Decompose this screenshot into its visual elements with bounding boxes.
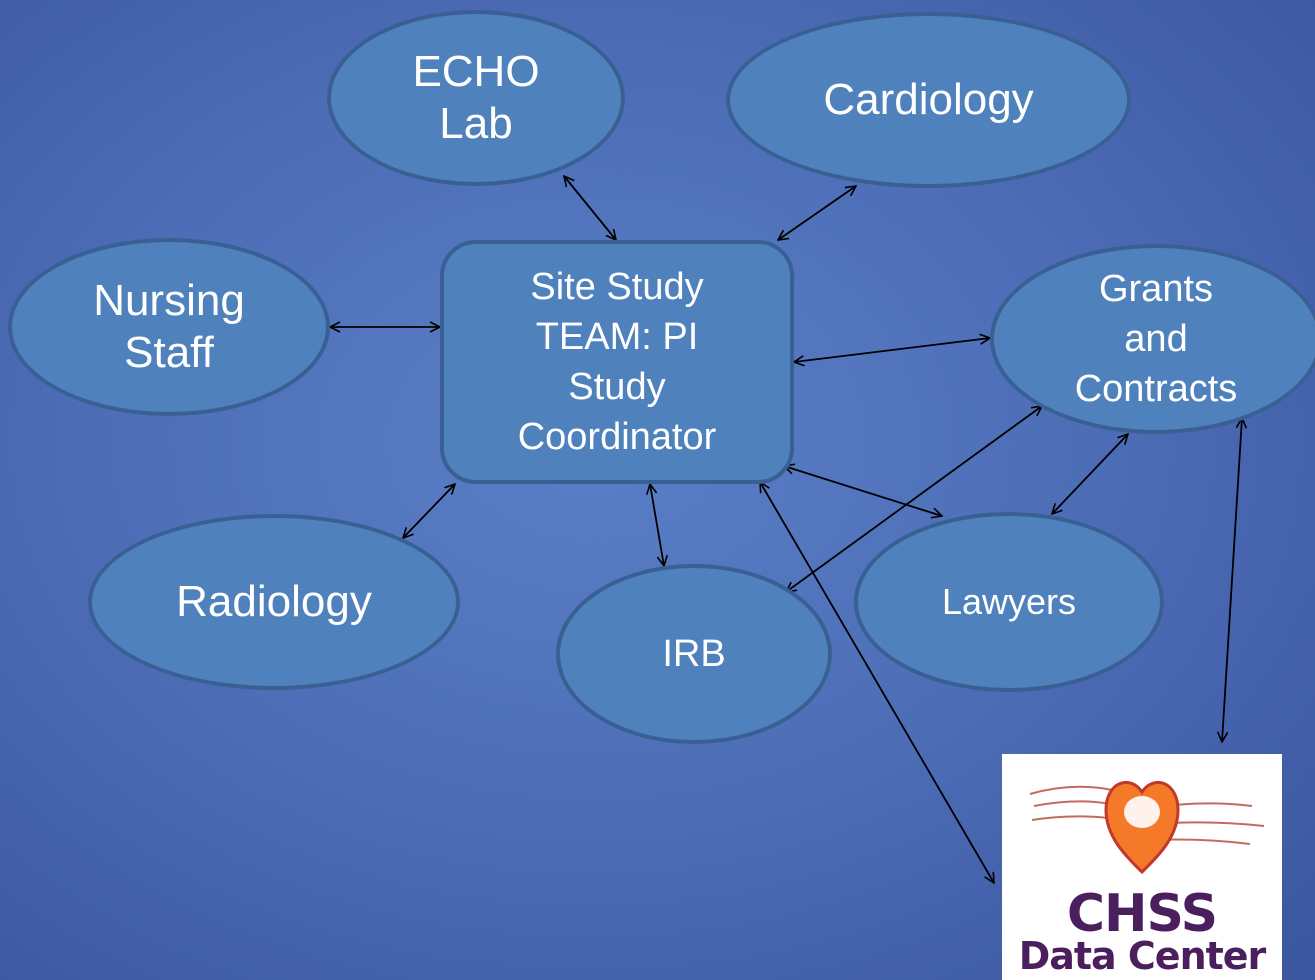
connector-team-irb — [650, 484, 664, 566]
site-study-team-label: Site Study TEAM: PI Study Coordinator — [517, 265, 717, 459]
grants-contracts-label: Grants and Contracts — [1074, 267, 1238, 411]
cardiology-label: Cardiology — [823, 75, 1034, 125]
irb-node: IRB — [556, 564, 832, 744]
heart-icon — [1029, 780, 1265, 875]
echo-lab-node: ECHO Lab — [327, 10, 625, 186]
radiology-node: Radiology — [88, 514, 460, 690]
grants-contracts-node: Grants and Contracts — [990, 244, 1315, 434]
chss-data-center-logo: CHSS Data Center — [1002, 754, 1282, 980]
cardiology-node: Cardiology — [726, 12, 1131, 188]
connector-team-grants — [794, 338, 990, 362]
connector-team-lawyers — [784, 466, 942, 516]
echo-lab-label: ECHO Lab — [412, 47, 540, 148]
connector-team-radiology — [403, 484, 455, 538]
connector-grants-lawyers — [1052, 434, 1128, 514]
lawyers-label: Lawyers — [941, 580, 1077, 622]
site-study-team-node: Site Study TEAM: PI Study Coordinator — [440, 240, 794, 484]
radiology-label: Radiology — [176, 577, 372, 627]
connector-grants-data-center — [1222, 418, 1242, 742]
nursing-staff-node: Nursing Staff — [8, 238, 330, 416]
nursing-staff-label: Nursing Staff — [93, 276, 245, 377]
logo-line2: Data Center — [1018, 934, 1267, 978]
connector-team-cardiology — [778, 186, 856, 240]
lawyers-node: Lawyers — [854, 512, 1164, 692]
irb-label: IRB — [662, 632, 726, 675]
connector-team-echo-lab — [564, 176, 616, 240]
logo-line1: CHSS — [1066, 884, 1218, 944]
